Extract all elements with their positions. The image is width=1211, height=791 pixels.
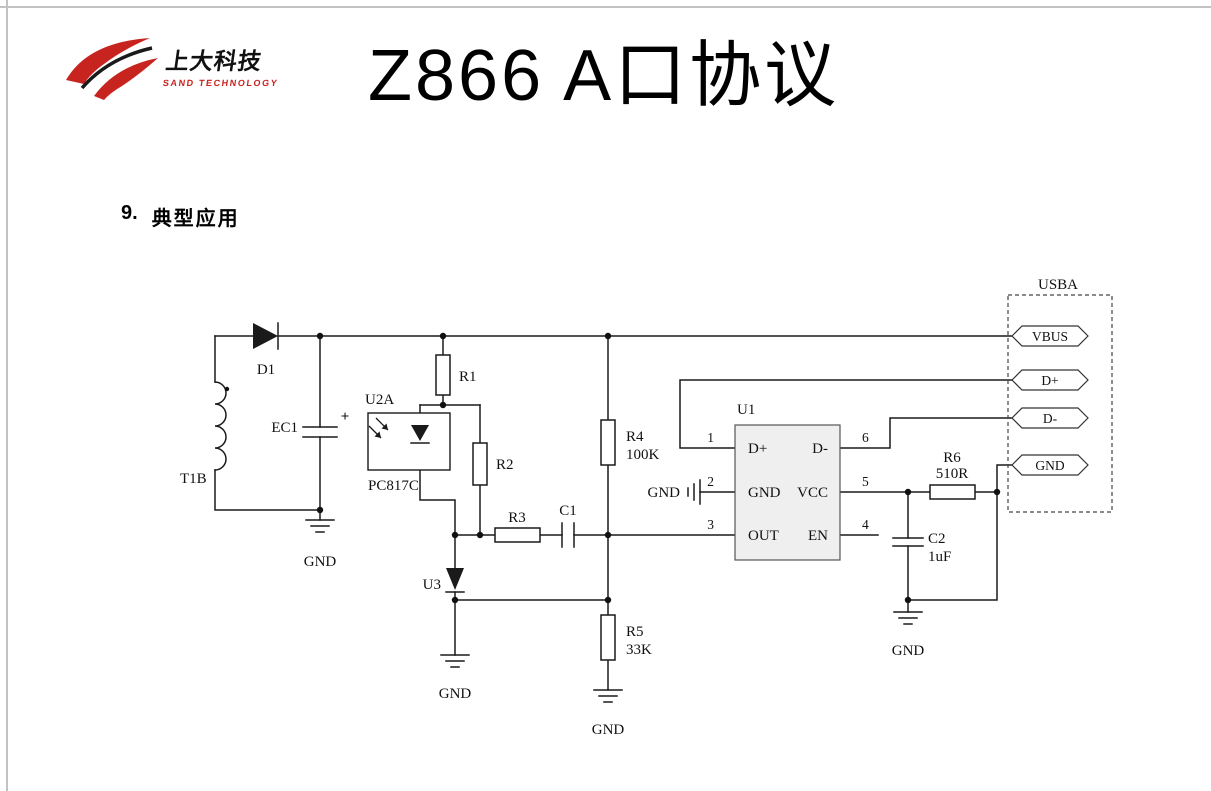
u1-pin5-name: VCC [797, 485, 828, 501]
usba-pin-label: D- [1043, 411, 1058, 426]
r2-label: R2 [496, 457, 514, 473]
usba-pin-dplus: D+ [1011, 369, 1089, 391]
gnd-label: GND [439, 686, 472, 702]
junction-dots [316, 332, 1001, 604]
optocoupler-u2a: U2A PC817C [365, 392, 451, 494]
r6-label: R6 [943, 450, 961, 466]
resistor-r4: R4 100K [600, 419, 660, 466]
c2-value: 1uF [928, 549, 951, 565]
r4-value: 100K [626, 447, 660, 463]
diode-d1: D1 [253, 322, 279, 378]
resistor-r5: R5 33K [600, 614, 652, 661]
r6-value: 510R [936, 466, 969, 482]
usba-label: USBA [1038, 277, 1078, 293]
diode-u3: U3 [423, 568, 465, 593]
u3-label: U3 [423, 577, 441, 593]
ec1-plus-sign: + [341, 409, 350, 425]
section-title: 典型应用 [151, 208, 240, 230]
section-heading: 9. 典型应用 [121, 202, 240, 231]
u1-pin2-number: 2 [707, 474, 714, 489]
section-number: 9. [121, 202, 138, 224]
r5-value: 33K [626, 642, 652, 658]
gnd-label: GND [892, 643, 925, 659]
wires [214, 335, 1013, 691]
usba-pin-label: VBUS [1032, 329, 1068, 344]
capacitor-c1: C1 [559, 503, 577, 548]
u1-pin3-number: 3 [707, 517, 714, 532]
gnd-symbol-r5: GND [592, 689, 625, 738]
gnd-label: GND [592, 722, 625, 738]
c2-label: C2 [928, 531, 946, 547]
logo-swoosh-icon [66, 38, 158, 100]
light-arrows-icon [368, 417, 389, 439]
u1-pin4-number: 4 [862, 517, 869, 532]
resistor-r6: R6 510R [929, 450, 976, 500]
pc817c-label: PC817C [368, 478, 419, 494]
usba-pin-gnd: GND [1011, 454, 1089, 476]
u2a-label: U2A [365, 392, 394, 408]
usba-pin-label: D+ [1041, 373, 1058, 388]
r5-label: R5 [626, 624, 644, 640]
u1-pin6-number: 6 [862, 430, 869, 445]
page-top-edge [0, 6, 1211, 8]
u1-pin3-name: OUT [748, 528, 779, 544]
r1-label: R1 [459, 369, 477, 385]
u1-label: U1 [737, 402, 755, 418]
capacitor-c2: C2 1uF [892, 531, 951, 565]
gnd-label: GND [304, 554, 337, 570]
ic-u1: U1 1 2 3 6 5 4 D+ GND OUT D- VCC EN [707, 402, 869, 561]
r4-label: R4 [626, 429, 644, 445]
transformer-t1b: T1B [180, 381, 230, 487]
company-logo: 上大科技 SAND TECHNOLOGY [62, 34, 282, 104]
u1-pin5-number: 5 [862, 474, 869, 489]
page-title: Z866 A口协议 [368, 36, 840, 116]
capacitor-ec1: + EC1 [271, 409, 350, 438]
u1-pin2-name: GND [748, 485, 781, 501]
d1-label: D1 [257, 362, 275, 378]
usba-pin-label: GND [1035, 458, 1064, 473]
usba-pin-dminus: D- [1011, 407, 1089, 429]
resistor-r3: R3 [494, 510, 541, 543]
u1-pin6-name: D- [812, 441, 828, 457]
u1-pin4-name: EN [808, 528, 828, 544]
gnd-label: GND [648, 485, 681, 501]
page-left-edge [6, 0, 8, 791]
gnd-symbol-input: GND [304, 509, 337, 570]
u1-pin1-name: D+ [748, 441, 767, 457]
resistor-r1: R1 [435, 354, 477, 396]
resistor-r2: R2 [472, 442, 514, 486]
phase-dot [224, 386, 230, 392]
c1-label: C1 [559, 503, 577, 519]
ec1-label: EC1 [271, 420, 298, 436]
t1b-label: T1B [180, 471, 207, 487]
usba-pin-vbus: VBUS [1011, 325, 1089, 347]
usba-connector: USBA VBUS D+ D- GND [1007, 277, 1113, 513]
r3-label: R3 [508, 510, 526, 526]
gnd-symbol-c2: GND [892, 611, 925, 659]
gnd-symbol-u1pin2: GND [648, 479, 701, 505]
gnd-symbol-u3: GND [439, 654, 472, 702]
u1-pin1-number: 1 [707, 430, 714, 445]
